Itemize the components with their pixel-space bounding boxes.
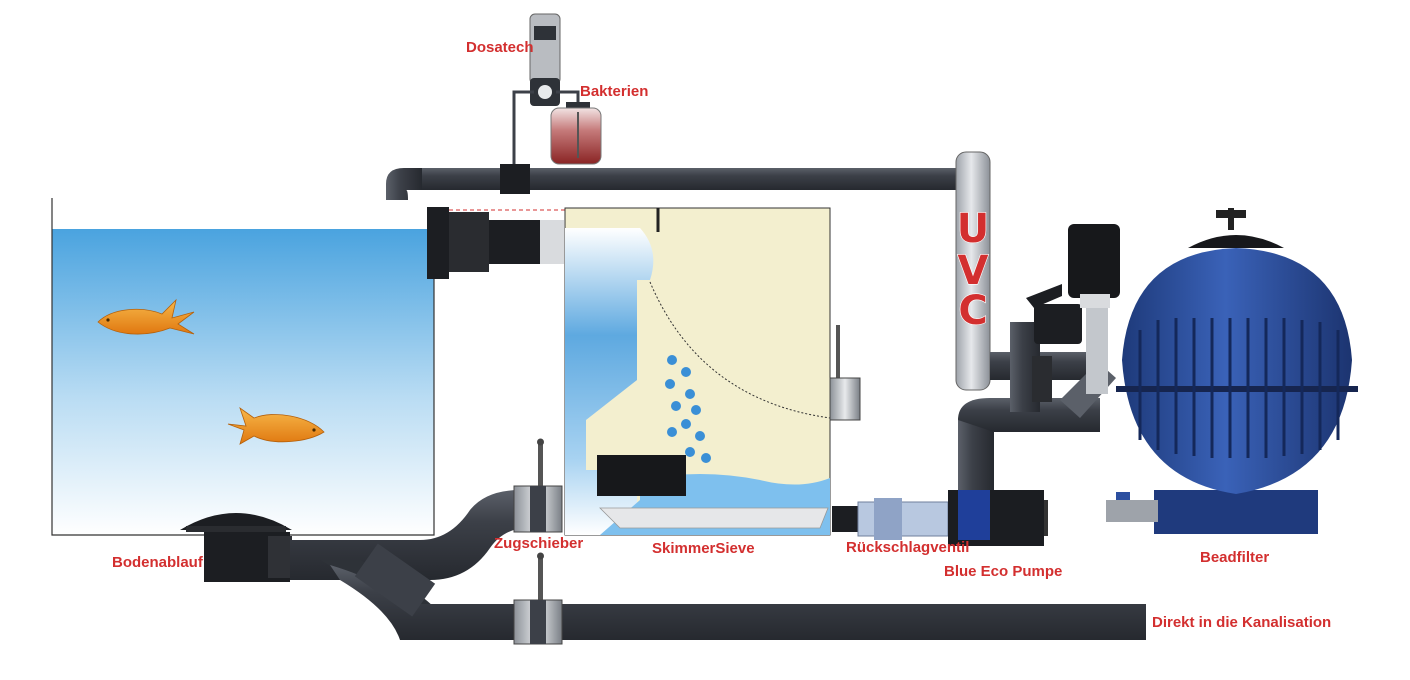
filter-ribs: [1138, 318, 1340, 458]
water-drop-icon: [665, 355, 711, 463]
uvc-letter-u: U: [957, 206, 989, 252]
multiport-valve: [990, 224, 1120, 418]
uvc-letter-c: C: [958, 288, 987, 334]
level-sensor: [829, 325, 861, 421]
label-kanalisation: Direkt in die Kanalisation: [1152, 614, 1331, 631]
label-skimmersieve: SkimmerSieve: [652, 540, 755, 557]
uvc-letter-v: V: [958, 248, 989, 294]
label-blue-eco-pumpe: Blue Eco Pumpe: [944, 563, 1062, 580]
fish-icon: [227, 406, 325, 445]
bacteria-bottle-icon: [550, 102, 602, 165]
label-beadfilter: Beadfilter: [1200, 549, 1269, 566]
label-zugschieber: Zugschieber: [494, 535, 583, 552]
uvc-lamp: U V C: [955, 151, 991, 391]
label-bodenablauf: Bodenablauf: [112, 554, 204, 571]
beadfilter: [1106, 208, 1358, 534]
bottom-drain: [180, 513, 292, 582]
fish-icon: [97, 298, 195, 335]
pond: [51, 198, 435, 536]
gate-valve-lower: [513, 552, 563, 645]
dosing-pump-icon: [529, 13, 561, 106]
label-rueckschlagventil: Rückschlagventil: [846, 539, 969, 556]
gate-valve-upper: [513, 438, 563, 533]
pond-water: [52, 229, 434, 535]
return-pipe: [386, 164, 960, 200]
skimmer-inlet: [427, 207, 565, 279]
check-valve: [832, 498, 949, 540]
label-bakterien: Bakterien: [580, 83, 648, 100]
label-dosatech: Dosatech: [466, 39, 534, 56]
pump-riser-pipe: [958, 398, 1100, 490]
skimmer-sieve-chamber: [564, 207, 831, 536]
pump: [948, 482, 1048, 546]
